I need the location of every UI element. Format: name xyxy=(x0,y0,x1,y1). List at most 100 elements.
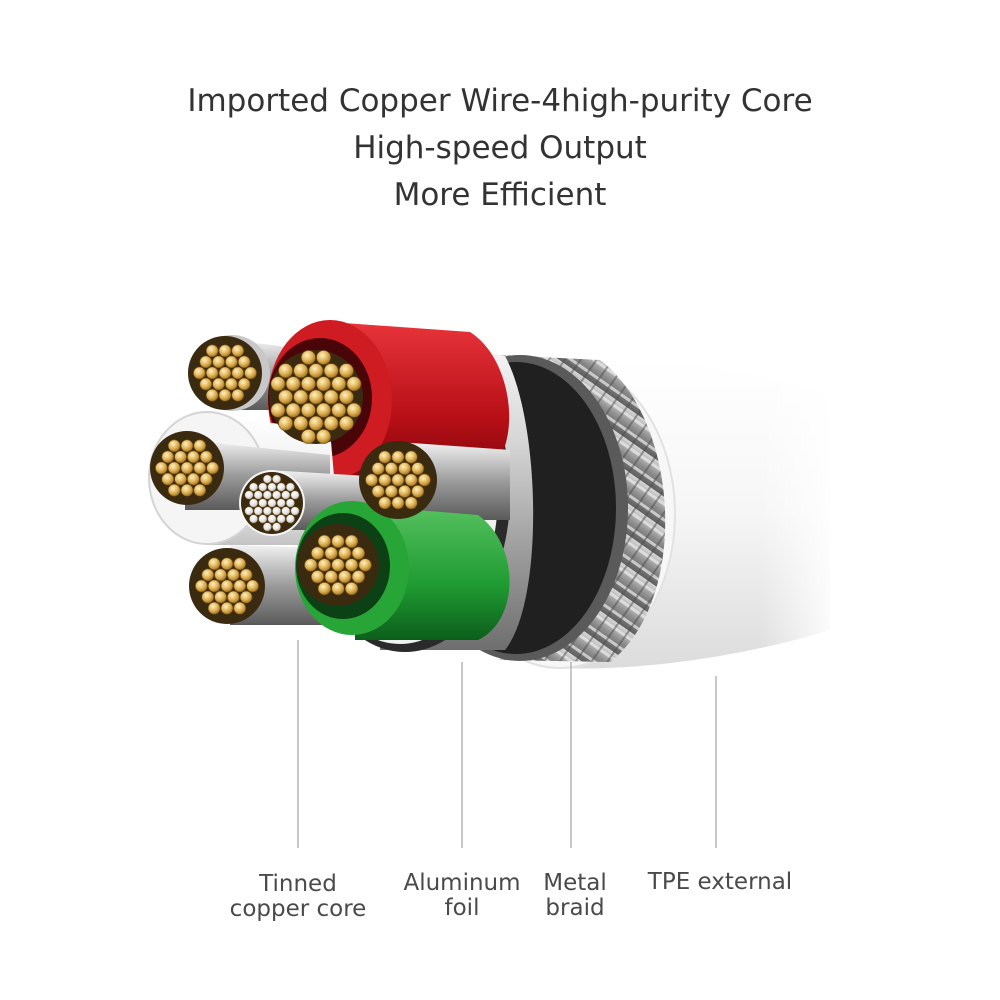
strand xyxy=(199,377,213,391)
right-gold-bundle xyxy=(359,441,437,519)
metal-braid-label: Metal braid xyxy=(525,871,625,921)
strand xyxy=(345,534,359,549)
strand xyxy=(220,579,234,593)
strand xyxy=(290,490,300,500)
strand xyxy=(262,506,273,516)
strand xyxy=(308,415,324,431)
strand xyxy=(276,482,286,492)
strand xyxy=(180,439,194,453)
strand xyxy=(346,402,362,418)
strand xyxy=(304,558,318,572)
strand xyxy=(338,570,352,584)
strand xyxy=(207,601,221,615)
strand xyxy=(231,388,245,402)
strand xyxy=(218,388,232,402)
strand xyxy=(317,581,332,596)
strand xyxy=(331,581,345,596)
strand xyxy=(281,490,291,500)
strand xyxy=(244,506,254,516)
strand xyxy=(351,546,366,560)
strand xyxy=(398,484,411,498)
strand xyxy=(404,496,418,510)
strand xyxy=(331,376,347,392)
strand xyxy=(371,462,385,475)
metal-braid-label-line-2: braid xyxy=(545,895,605,921)
aluminum-foil-label-line-2: foil xyxy=(444,895,480,921)
strand xyxy=(411,462,425,475)
strand xyxy=(384,484,398,498)
strand xyxy=(180,483,194,497)
strand xyxy=(290,506,300,516)
strand xyxy=(308,389,324,405)
strand xyxy=(262,474,273,484)
strand xyxy=(272,522,282,532)
strand xyxy=(300,376,316,392)
strand xyxy=(174,472,187,486)
strand xyxy=(161,472,175,486)
strand xyxy=(201,568,215,582)
copper-strand-faces xyxy=(150,336,437,624)
strand xyxy=(180,461,194,475)
strand xyxy=(338,546,352,560)
strand xyxy=(199,472,213,486)
red-wire-gold-bundle xyxy=(269,350,363,444)
strand xyxy=(239,590,253,604)
strand xyxy=(237,377,251,391)
strand xyxy=(331,402,347,418)
strand xyxy=(293,415,309,431)
strand xyxy=(199,355,213,369)
strand xyxy=(331,558,345,572)
strand xyxy=(155,461,168,475)
strand xyxy=(317,558,332,572)
strand xyxy=(205,388,219,402)
strand xyxy=(358,558,372,572)
strand xyxy=(300,402,316,418)
strand xyxy=(199,450,213,464)
strand xyxy=(258,482,268,492)
strand xyxy=(249,498,259,508)
strand xyxy=(233,557,247,571)
strand xyxy=(378,450,392,464)
strand xyxy=(233,601,247,615)
top-left-gold-bundle xyxy=(188,336,262,410)
strand xyxy=(167,439,181,453)
strand xyxy=(267,482,277,492)
strand xyxy=(285,402,301,418)
strand xyxy=(338,389,354,405)
strand xyxy=(207,557,221,571)
strand xyxy=(212,355,225,369)
strand xyxy=(351,570,366,584)
strand xyxy=(258,514,268,524)
strand xyxy=(193,439,207,453)
strand xyxy=(193,461,207,475)
strand xyxy=(281,506,291,516)
white-wire-gold-bundle xyxy=(150,431,224,505)
headline: Imported Copper Wire-4high-purity Core H… xyxy=(0,78,1000,219)
strand xyxy=(187,450,200,464)
strand xyxy=(323,415,339,431)
strand xyxy=(316,376,331,392)
strand xyxy=(207,579,221,593)
strand xyxy=(391,450,405,464)
strand xyxy=(231,344,245,358)
strand xyxy=(378,473,392,487)
strand xyxy=(345,558,359,572)
strand xyxy=(244,490,254,500)
strand xyxy=(246,579,259,593)
strand xyxy=(201,590,215,604)
strand xyxy=(345,581,359,596)
strand xyxy=(205,344,219,358)
strand xyxy=(308,363,324,379)
strand xyxy=(231,366,245,380)
strand xyxy=(316,402,331,418)
strand xyxy=(324,546,338,560)
strand xyxy=(276,498,286,508)
tpe-external-label: TPE external xyxy=(630,870,810,895)
strand xyxy=(262,522,273,532)
strand xyxy=(267,514,277,524)
strand xyxy=(225,355,238,369)
strand xyxy=(278,415,293,431)
green-wire-gold-bundle xyxy=(297,524,379,606)
aluminum-foil-label: Aluminum foil xyxy=(392,871,532,921)
